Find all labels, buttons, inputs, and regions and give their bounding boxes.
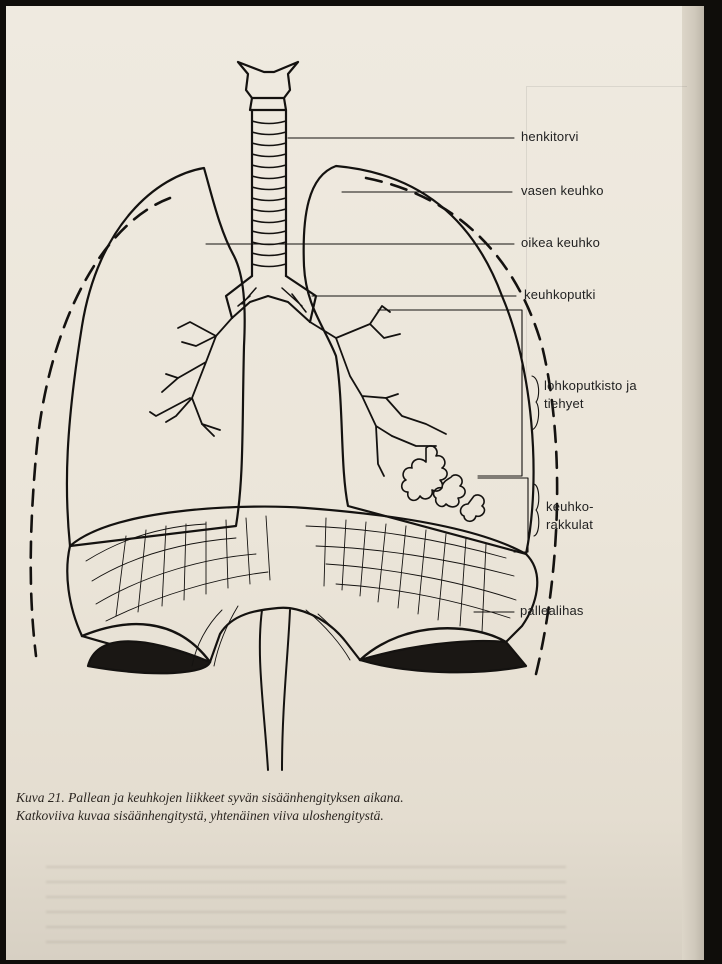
diaphragm bbox=[67, 507, 537, 770]
larynx bbox=[238, 62, 298, 98]
right-bronchial-tree bbox=[150, 318, 232, 436]
caption-line-2: Katkoviiva kuvaa sisäänhengitystä, yhten… bbox=[16, 807, 576, 825]
trachea bbox=[252, 110, 286, 276]
caption-line-1: Kuva 21. Pallean ja keuhkojen liikkeet s… bbox=[16, 789, 576, 807]
leader-lines bbox=[206, 138, 539, 612]
label-left-lung: vasen keuhko bbox=[521, 183, 604, 198]
label-lobar-bronchi-1: lohkoputkisto ja bbox=[544, 378, 637, 393]
bleed-through-text bbox=[46, 866, 566, 956]
label-bronchus: keuhkoputki bbox=[524, 287, 596, 302]
label-alveoli-1: keuhko- bbox=[546, 499, 594, 514]
label-right-lung: oikea keuhko bbox=[521, 235, 600, 250]
book-page: henkitorvi vasen keuhko oikea keuhko keu… bbox=[6, 6, 704, 960]
main-bronchi bbox=[226, 276, 316, 322]
figure-caption: Kuva 21. Pallean ja keuhkojen liikkeet s… bbox=[16, 789, 576, 825]
label-alveoli-2: rakkulat bbox=[546, 517, 593, 532]
label-lobar-bronchi-2: tiehyet bbox=[544, 396, 584, 411]
alveoli-cluster bbox=[402, 446, 485, 521]
larynx-lower bbox=[250, 98, 286, 110]
label-trachea: henkitorvi bbox=[521, 129, 579, 144]
left-lung-outline bbox=[304, 166, 534, 554]
right-lung-inspiration-outline bbox=[31, 198, 170, 656]
right-lung-outline bbox=[67, 168, 245, 546]
label-diaphragm: pallealihas bbox=[520, 603, 584, 618]
